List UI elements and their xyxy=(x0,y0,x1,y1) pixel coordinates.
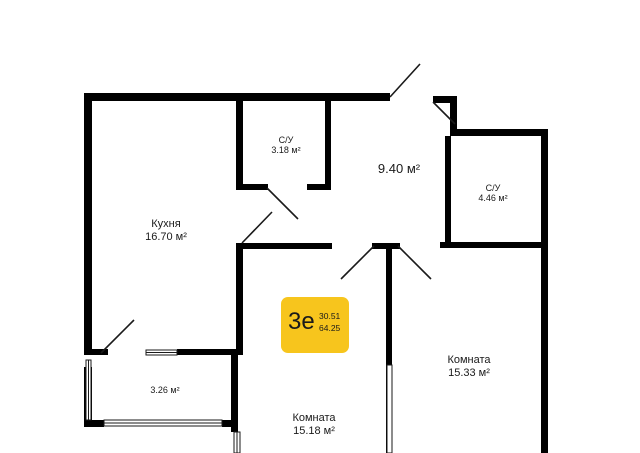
room-kitchen: Кухня 16.70 м² xyxy=(126,218,206,243)
wall-balcony-bottom xyxy=(84,420,104,427)
wall-bath2-bottom xyxy=(440,242,545,248)
wall-bath1-bottom-b xyxy=(307,184,331,190)
room-room2-area: 15.33 м² xyxy=(448,366,490,379)
badge-living-area: 30.51 xyxy=(319,311,341,321)
wall-balcony-top-a xyxy=(92,349,108,355)
room-room1-area: 15.18 м² xyxy=(293,424,335,437)
wall-bath1-right xyxy=(325,97,331,190)
room-bath1: С/У 3.18 м² xyxy=(256,135,316,156)
room-hall: 9.40 м² xyxy=(369,161,429,177)
badge-total-area: 64.25 xyxy=(319,323,341,333)
wall-balcony-top-b xyxy=(177,349,243,355)
wall-rooms-divider xyxy=(386,243,392,453)
room-room2-name: Комната xyxy=(447,354,491,366)
door-balcony xyxy=(100,319,135,354)
wall-right-notch xyxy=(450,96,457,136)
wall-right xyxy=(541,129,548,453)
room-kitchen-name: Кухня xyxy=(151,218,181,230)
room-room1-name: Комната xyxy=(292,412,336,424)
wall-left xyxy=(84,93,92,355)
wall-bath1-left xyxy=(236,97,243,189)
door-bath1 xyxy=(266,187,299,220)
wall-top-right xyxy=(450,129,548,136)
wall-top-right-stub xyxy=(433,96,456,103)
door-hall-right xyxy=(432,101,456,125)
window-balcony-top xyxy=(145,349,178,356)
window-balcony-left xyxy=(85,359,92,421)
window-balcony-bottom xyxy=(103,419,223,427)
door-room1 xyxy=(340,245,375,280)
apartment-badge: 3е 30.51 64.25 xyxy=(281,297,349,353)
room-bath2-name: С/У xyxy=(485,183,501,193)
room-bath1-area: 3.18 м² xyxy=(271,145,301,156)
room-bath2: С/У 4.46 м² xyxy=(463,183,523,204)
window-room1 xyxy=(233,431,241,453)
door-room2 xyxy=(397,245,432,280)
wall-bath1-bottom-a xyxy=(236,184,268,190)
room-hall-area: 9.40 м² xyxy=(377,161,421,176)
room-bath1-name: С/У xyxy=(278,135,294,145)
door-kitchen xyxy=(241,211,273,244)
room-bath2-area: 4.46 м² xyxy=(478,193,508,204)
wall-kitchen-right xyxy=(236,243,243,353)
door-entrance xyxy=(389,63,421,98)
room-room2: Комната 15.33 м² xyxy=(429,354,509,379)
room-balcony: 3.26 м² xyxy=(130,385,200,395)
badge-rooms: 3е xyxy=(288,308,315,335)
wall-balcony-bottom-b xyxy=(222,420,238,427)
room-room1: Комната 15.18 м² xyxy=(274,412,354,437)
wall-kitchen-room1 xyxy=(236,243,332,249)
wall-balcony-right xyxy=(231,349,238,432)
window-room2-left xyxy=(386,364,393,453)
room-kitchen-area: 16.70 м² xyxy=(145,230,187,243)
room-balcony-area: 3.26 м² xyxy=(150,385,180,395)
wall-bath2-left xyxy=(445,136,451,248)
